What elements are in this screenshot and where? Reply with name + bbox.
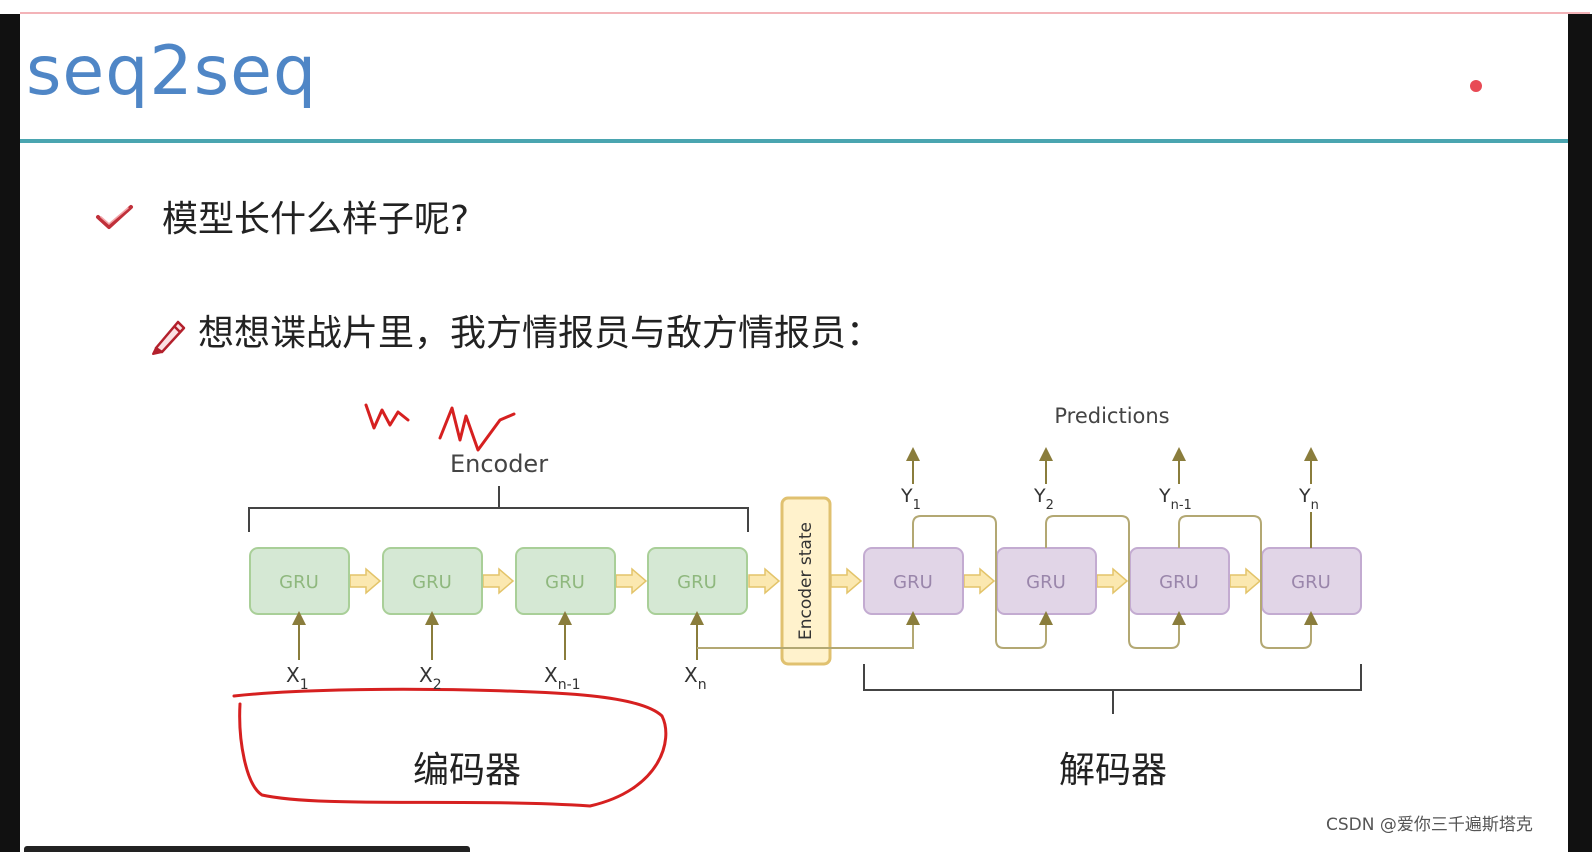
encoder-state-label: Encoder state	[796, 522, 816, 640]
decoder-gru-label: GRU	[893, 572, 933, 593]
progress-bar[interactable]	[24, 846, 470, 852]
handwritten-annotation	[232, 403, 668, 808]
input-symbol: X	[544, 663, 558, 687]
output-symbol: Y	[1033, 485, 1046, 507]
encoder-gru-label: GRU	[677, 572, 717, 593]
state-flow-arrows	[349, 567, 1262, 595]
pencil-icon	[152, 320, 186, 355]
slide-title: seq2seq	[26, 32, 318, 111]
encoder-state-box	[780, 496, 832, 666]
svg-text:Yn: Yn	[1298, 485, 1319, 513]
top-divider	[20, 12, 1590, 14]
encoder-gru-label: GRU	[279, 572, 319, 593]
input-subscript: n-1	[558, 677, 581, 693]
input-subscript: n	[698, 677, 707, 693]
encoder-label: Encoder	[450, 450, 548, 478]
encoder-cells: GRU GRU GRU GRU	[249, 547, 748, 615]
output-symbol: Y	[1298, 485, 1311, 507]
encoder-bracket	[248, 486, 749, 532]
output-subscript: 1	[913, 498, 921, 513]
input-symbol: X	[419, 663, 433, 687]
svg-text:X1: X1	[286, 663, 309, 693]
svg-text:Y1: Y1	[900, 485, 921, 513]
decoder-gru-label: GRU	[1026, 572, 1066, 593]
output-subscript: 2	[1046, 498, 1054, 513]
input-subscript: 1	[300, 677, 309, 693]
svg-text:Xn-1: Xn-1	[544, 663, 581, 693]
svg-text:Y2: Y2	[1033, 485, 1054, 513]
output-subscript: n	[1311, 498, 1319, 513]
decoder-feedback-lines	[697, 515, 1318, 649]
bullet-question: 模型长什么样子呢?	[162, 199, 470, 240]
output-symbol: Y	[900, 485, 913, 507]
title-rule	[20, 139, 1568, 143]
output-arrows	[906, 447, 1318, 548]
output-labels: Y1 Y2 Yn-1 Yn	[900, 485, 1319, 513]
right-edge	[1568, 14, 1592, 852]
encoder-cn-label: 编码器	[413, 750, 521, 791]
svg-text:Yn-1: Yn-1	[1158, 485, 1192, 513]
input-labels: X1 X2 Xn-1 Xn	[286, 663, 707, 693]
bullet-analogy: 想想谍战片里，我方情报员与敌方情报员：	[198, 313, 883, 354]
top-strip	[0, 0, 1592, 14]
check-icon	[96, 205, 133, 229]
watermark: CSDN @爱你三千遍斯塔克	[1326, 815, 1533, 835]
input-subscript: 2	[433, 677, 442, 693]
decoder-gru-label: GRU	[1159, 572, 1199, 593]
output-symbol: Y	[1158, 485, 1171, 507]
input-symbol: X	[684, 663, 698, 687]
svg-text:X2: X2	[419, 663, 442, 693]
input-arrows	[292, 611, 704, 660]
decoder-gru-label: GRU	[1291, 572, 1331, 593]
encoder-gru-label: GRU	[412, 572, 452, 593]
output-subscript: n-1	[1171, 498, 1192, 513]
encoder-gru-label: GRU	[545, 572, 585, 593]
predictions-label: Predictions	[1054, 404, 1169, 428]
decoder-bracket	[863, 664, 1362, 714]
input-symbol: X	[286, 663, 300, 687]
left-edge	[0, 14, 20, 852]
svg-text:Xn: Xn	[684, 663, 707, 693]
decoder-cn-label: 解码器	[1059, 750, 1167, 791]
decoder-cells: GRU GRU GRU GRU	[863, 547, 1362, 615]
record-dot-icon	[1470, 80, 1482, 92]
